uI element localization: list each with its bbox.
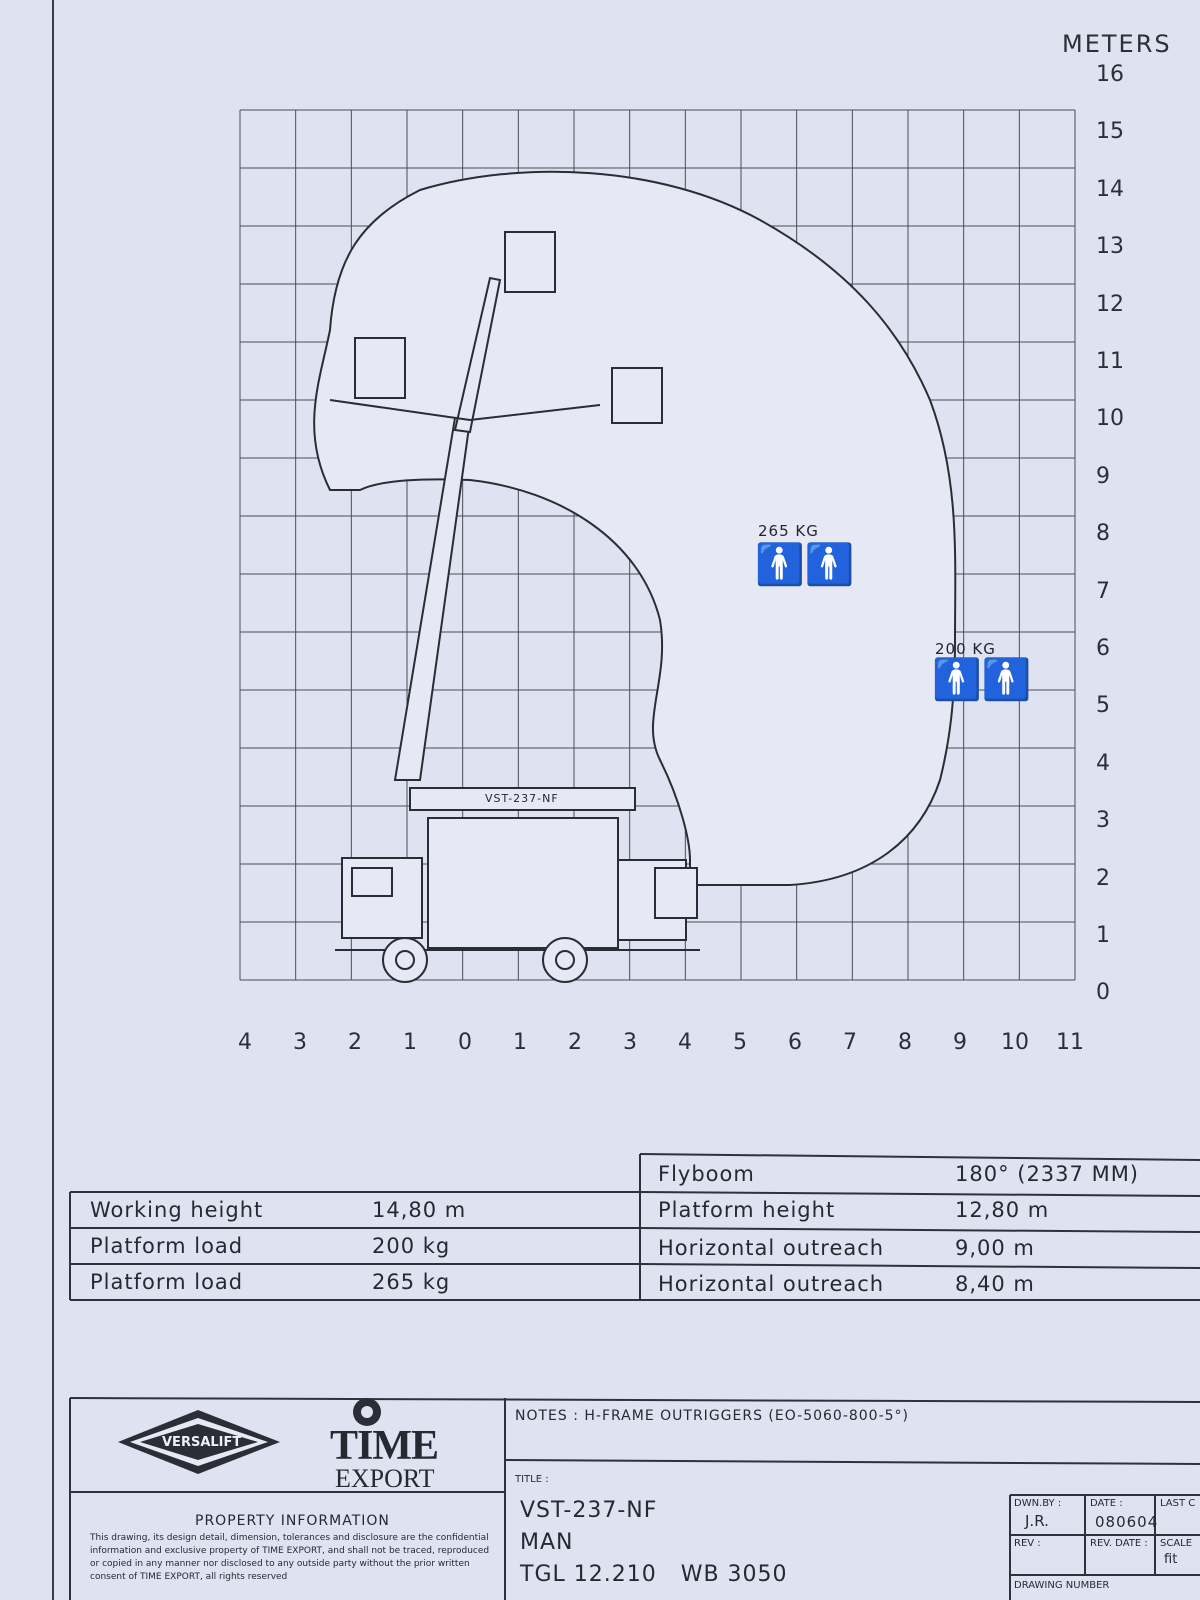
spec-right-value-1: 180° (2337 MM) xyxy=(955,1162,1139,1186)
rev-date-label: REV. DATE : xyxy=(1090,1538,1148,1549)
x-tick-label: 2 xyxy=(568,1030,582,1055)
boom-illustration xyxy=(329,231,663,811)
y-tick-label: 12 xyxy=(1096,291,1124,317)
dwn-by-label: DWN.BY : xyxy=(1014,1498,1062,1509)
y-tick-label: 5 xyxy=(1096,693,1110,719)
scale-label: SCALE xyxy=(1160,1538,1193,1549)
scale-value: fit xyxy=(1164,1552,1178,1567)
date-value: 080604 xyxy=(1095,1513,1159,1531)
y-tick-label: 13 xyxy=(1096,234,1124,260)
y-tick-label: 15 xyxy=(1096,119,1124,145)
load-label-200: 200 KG xyxy=(935,640,996,658)
truck-illustration xyxy=(335,817,700,983)
property-heading: PROPERTY INFORMATION xyxy=(195,1513,390,1529)
x-tick-label: 1 xyxy=(513,1030,527,1055)
x-tick-label: 4 xyxy=(238,1030,252,1055)
unit-label: METERS xyxy=(1062,30,1172,58)
dwn-by-value: J.R. xyxy=(1025,1512,1049,1530)
spec-table: Working height 14,80 m Platform load 200… xyxy=(0,1150,1200,1330)
x-tick-label: 10 xyxy=(1001,1030,1029,1055)
y-tick-label: 11 xyxy=(1096,349,1124,374)
y-tick-label: 1 xyxy=(1096,923,1110,948)
x-tick-label: 5 xyxy=(733,1030,747,1055)
y-tick-label: 4 xyxy=(1096,750,1110,776)
x-tick-label: 8 xyxy=(898,1030,912,1055)
x-tick-label: 1 xyxy=(403,1030,417,1055)
x-tick-label: 9 xyxy=(953,1030,967,1055)
person-pair-icon-200: 🚹🚹 xyxy=(932,657,1032,703)
spec-right-label-2: Platform height xyxy=(658,1198,836,1222)
y-tick-label: 14 xyxy=(1096,176,1124,202)
y-tick-label: 8 xyxy=(1096,521,1110,547)
title-line-2: MAN xyxy=(520,1530,574,1555)
spec-left-value-1: 14,80 m xyxy=(372,1198,467,1222)
y-tick-label: 16 xyxy=(1096,62,1124,87)
spec-right-value-4: 8,40 m xyxy=(955,1272,1035,1296)
spec-left-label-3: Platform load xyxy=(90,1270,244,1294)
y-tick-label: 3 xyxy=(1096,808,1110,834)
date-label: DATE : xyxy=(1090,1498,1123,1509)
spec-left-value-2: 200 kg xyxy=(372,1234,451,1258)
versalift-logo xyxy=(118,1410,280,1474)
export-logo-text: EXPORT xyxy=(335,1464,435,1493)
spec-left-label-1: Working height xyxy=(90,1198,264,1222)
person-pair-icon-265: 🚹🚹 xyxy=(755,542,855,588)
y-tick-label: 6 xyxy=(1096,636,1110,661)
spec-right-value-2: 12,80 m xyxy=(955,1198,1050,1222)
title-label: TITLE : xyxy=(515,1474,549,1485)
drawing-number-label: DRAWING NUMBER xyxy=(1014,1580,1110,1591)
rev-label: REV : xyxy=(1014,1538,1041,1549)
y-tick-label: 2 xyxy=(1096,865,1110,891)
x-tick-label: 3 xyxy=(293,1030,307,1055)
spec-left-label-2: Platform load xyxy=(90,1234,244,1258)
y-tick-label: 7 xyxy=(1096,578,1110,604)
title-line-3: TGL 12.210 WB 3050 xyxy=(520,1562,788,1587)
spec-right-label-1: Flyboom xyxy=(658,1162,755,1186)
spec-right-value-3: 9,00 m xyxy=(955,1236,1035,1260)
spec-right-label-4: Horizontal outreach xyxy=(658,1272,885,1296)
y-tick-label: 10 xyxy=(1096,406,1124,432)
boom-label: VST-237-NF xyxy=(485,792,559,805)
spec-left-value-3: 265 kg xyxy=(372,1270,451,1294)
versalift-logo-text: VERSALIFT xyxy=(162,1435,242,1450)
title-line-1: VST-237-NF xyxy=(520,1498,658,1523)
x-tick-label: 6 xyxy=(788,1030,802,1055)
x-tick-label: 11 xyxy=(1056,1030,1084,1055)
working-range-diagram: 🚹🚹 🚹🚹 265 KG 200 KG VST-237-NF METERS 16… xyxy=(238,30,1172,1055)
y-tick-label: 9 xyxy=(1096,463,1110,489)
x-tick-label: 2 xyxy=(348,1030,362,1055)
time-logo-text: TIME xyxy=(330,1423,439,1469)
property-text: This drawing, its design detail, dimensi… xyxy=(90,1533,490,1582)
load-label-265: 265 KG xyxy=(758,522,819,540)
time-export-logo xyxy=(353,1398,381,1426)
y-tick-label: 0 xyxy=(1096,980,1110,1006)
x-tick-label: 4 xyxy=(678,1030,692,1055)
title-block: VERSALIFT TIME EXPORT PROPERTY INFORMATI… xyxy=(0,1380,1200,1600)
last-change-label: LAST C xyxy=(1160,1498,1196,1509)
x-tick-label: 3 xyxy=(623,1030,637,1055)
x-tick-label: 7 xyxy=(843,1030,857,1055)
x-tick-label: 0 xyxy=(458,1030,472,1055)
sheet-border-left xyxy=(52,0,54,1600)
notes-text: NOTES : H-FRAME OUTRIGGERS (EO-5060-800-… xyxy=(515,1408,910,1424)
spec-right-label-3: Horizontal outreach xyxy=(658,1236,885,1260)
